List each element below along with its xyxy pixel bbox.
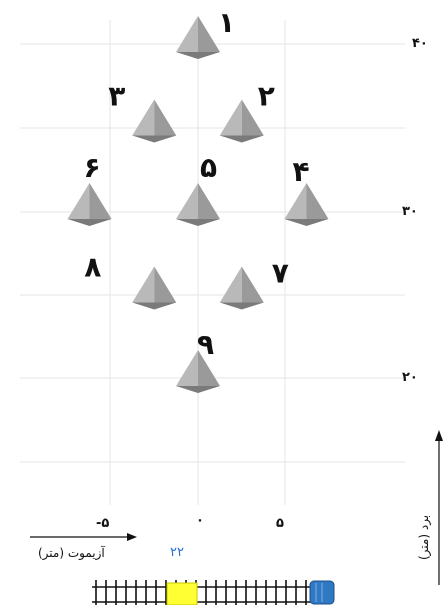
- target-pyramid: [132, 99, 177, 143]
- target-number-label: ۴: [293, 155, 310, 188]
- target-number-label: ۱: [218, 6, 235, 39]
- target-pyramid: [219, 266, 264, 310]
- x-tick-label: ۵: [276, 516, 284, 531]
- x-tick-label: -۵: [96, 516, 109, 531]
- vehicle-cab: [309, 580, 335, 605]
- target-number-label: ۷: [272, 257, 289, 290]
- y-tick-label: ۳۰: [402, 204, 418, 219]
- target-pyramid: [176, 16, 220, 59]
- y-axis-arrow: [435, 430, 443, 585]
- target-pyramid: [67, 183, 112, 226]
- targets-layer: ۱ ۲ ۳ ۴ ۵ ۶ ۷ ۸ ۹: [67, 6, 329, 393]
- target-number-label: ۶: [84, 151, 101, 184]
- target-pyramid: [284, 183, 329, 226]
- target-number-label: ۵: [200, 151, 217, 184]
- target-number-label: ۹: [197, 328, 214, 361]
- target-pyramid: [132, 266, 177, 310]
- rail-track: [92, 580, 312, 605]
- grid-lines: [20, 20, 405, 505]
- target-pyramid: [176, 183, 220, 226]
- y-axis-label: برد (متر): [417, 515, 432, 560]
- x-axis-label: آزیموت (متر): [38, 545, 105, 561]
- y-tick-label: ۲۰: [402, 370, 418, 385]
- target-number-label: ۸: [84, 251, 101, 284]
- x-tick-label: ۰: [196, 513, 204, 528]
- target-pyramid: [219, 99, 264, 143]
- vehicle-platform: [166, 582, 198, 605]
- x-axis-arrow: [30, 533, 137, 541]
- target-number-label: ۳: [108, 80, 125, 113]
- y-tick-label: ۴۰: [412, 36, 428, 51]
- target-pyramid: [176, 350, 220, 393]
- vehicle-label: ۲۲: [170, 545, 184, 560]
- target-number-label: ۲: [258, 80, 275, 113]
